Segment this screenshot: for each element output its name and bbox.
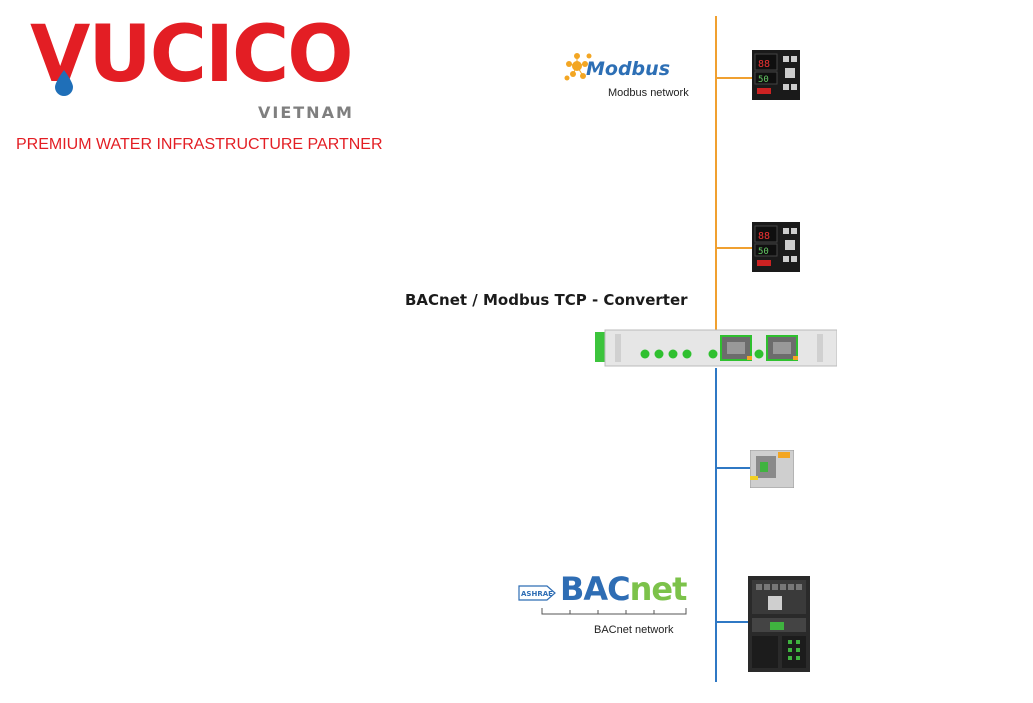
plc-controller-icon bbox=[748, 576, 810, 672]
converter-title: BACnet / Modbus TCP - Converter bbox=[405, 291, 688, 309]
io-module-icon bbox=[750, 450, 794, 488]
water-drop-icon bbox=[55, 70, 73, 96]
modbus-network-label: Modbus network bbox=[608, 87, 689, 99]
svg-text:50: 50 bbox=[758, 75, 769, 85]
bacnet-network-label: BACnet network bbox=[594, 624, 674, 636]
bacnet-logo-underline bbox=[541, 608, 687, 615]
brand-tagline: PREMIUM WATER INFRASTRUCTURE PARTNER bbox=[16, 136, 383, 153]
controller-display-icon: 88 50 bbox=[752, 222, 800, 272]
controller-display-icon: 88 50 bbox=[752, 50, 800, 100]
svg-text:88: 88 bbox=[758, 231, 770, 242]
bacnet-logo-bac: BAC bbox=[560, 570, 631, 608]
bacnet-logo-text: BACnet bbox=[560, 570, 688, 608]
svg-text:50: 50 bbox=[758, 247, 769, 257]
converter-gateway-icon bbox=[595, 329, 837, 367]
ashrae-badge-icon: ASHRAE bbox=[518, 585, 556, 601]
brand-logo-subtitle: VIETNAM bbox=[258, 103, 354, 122]
brand-logo-wordmark: VUCICO bbox=[30, 10, 354, 100]
bacnet-logo-net: net bbox=[629, 570, 688, 608]
svg-text:88: 88 bbox=[758, 59, 770, 70]
modbus-logo-icon bbox=[564, 53, 592, 81]
svg-text:ASHRAE: ASHRAE bbox=[521, 590, 553, 598]
modbus-logo-text: Modbus bbox=[586, 58, 670, 80]
